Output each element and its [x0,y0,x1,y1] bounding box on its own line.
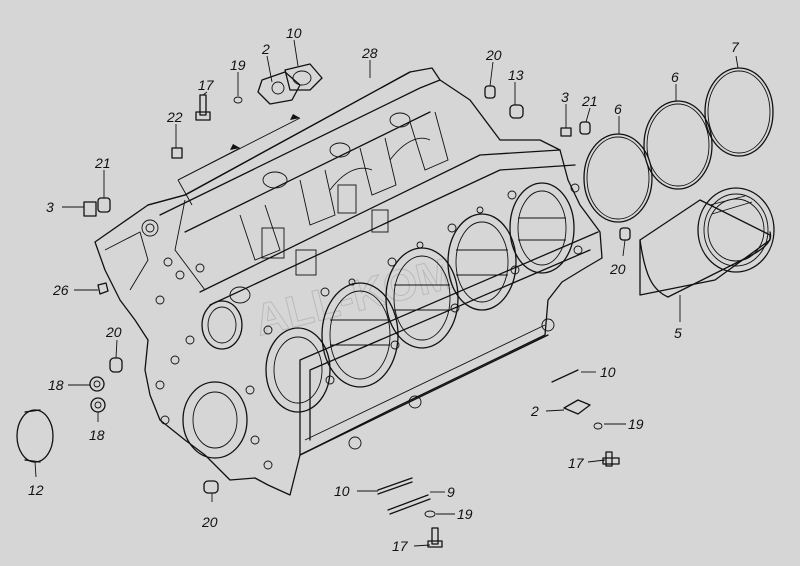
nut-26 [97,282,109,295]
watermark-text: ALL-KOM [250,249,459,346]
deck-holes [320,183,583,385]
callout-20-top: 20 [485,47,502,63]
dowel-20-left [109,357,123,373]
callout-10-top: 10 [286,25,302,41]
callout-5: 5 [674,325,682,341]
cylinder-liner-5 [639,187,775,298]
seal-ring-7 [704,67,774,157]
callout-2-right: 2 [530,403,539,419]
callout-6-right: 6 [671,69,679,85]
dowel-21-left [97,197,111,213]
callout-21-right: 21 [581,93,598,109]
seal-ring-6-left [583,133,653,223]
plug-18-upper [89,376,105,392]
plug-3-right [560,127,572,137]
gasket-10-right [551,369,579,383]
cylinder-block [94,67,603,496]
plug-22 [171,147,183,159]
bolt-17-bottom [427,527,443,548]
plug-13 [509,104,524,119]
callout-21-left: 21 [94,155,111,171]
callout-2-top: 2 [261,41,270,57]
cylinder-bores [321,182,575,388]
callout-20-right: 20 [609,261,626,277]
callout-17-top: 17 [198,77,215,93]
gasket-10-bottom [377,477,413,495]
gasket-2-right [563,399,591,415]
washer-19-bottom [424,510,436,518]
callout-17-bottom: 17 [392,538,409,554]
callout-6-left: 6 [614,101,622,117]
dowel-20-right [619,227,631,241]
callout-28: 28 [361,45,378,61]
bolt-17-right [602,451,620,467]
dowel-21-right [579,121,591,135]
dowel-20-bottom [203,480,219,494]
bolt-17-top [195,94,211,121]
callout-19-bottom: 19 [457,506,473,522]
plug-3-left [83,201,97,217]
callout-13: 13 [508,67,524,83]
callout-3-right: 3 [561,89,569,105]
plug-18-lower [90,397,106,413]
callout-20-bottom: 20 [201,514,218,530]
washer-19-right [593,422,603,430]
callout-7: 7 [731,39,740,55]
front-face [104,199,331,470]
cap-12 [16,409,54,463]
callout-17-right: 17 [568,455,585,471]
callout-19-top: 19 [230,57,246,73]
callout-20-left: 20 [105,324,122,340]
callout-10-bottom: 10 [334,483,350,499]
callout-26: 26 [52,282,69,298]
callout-3-left: 3 [46,199,54,215]
callout-9: 9 [447,484,455,500]
dowel-20-top [484,85,496,99]
callout-10-right: 10 [600,364,616,380]
callout-19-right: 19 [628,416,644,432]
leader-lines [34,39,739,547]
washer-19-top [233,96,243,104]
gasket-10-top [284,63,323,91]
callout-labels: 2 10 28 20 13 7 6 6 19 17 22 21 3 3 21 2… [28,25,740,554]
callout-18-lower: 18 [89,427,105,443]
seal-ring-6-right [643,100,713,190]
callout-18-upper: 18 [48,377,64,393]
tube-9 [387,494,431,515]
gasket-2-top [257,71,301,105]
callout-12: 12 [28,482,44,498]
callout-22: 22 [166,109,183,125]
